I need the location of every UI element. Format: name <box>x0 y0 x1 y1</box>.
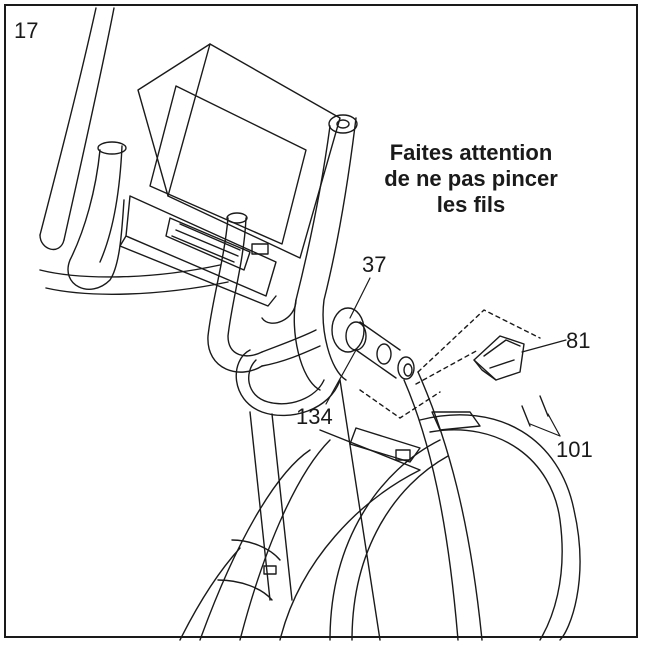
warning-note-line-1: Faites attention <box>389 140 553 165</box>
left-handlebar <box>39 141 229 295</box>
callout-101: 101 <box>556 437 593 462</box>
step-number: 17 <box>14 18 39 43</box>
callout-leaders <box>325 277 567 437</box>
bracket-81 <box>473 335 525 381</box>
warning-note: Faites attention de ne pas pincer les fi… <box>356 140 586 218</box>
lower-loop-frame <box>235 349 341 601</box>
screws-101 <box>521 395 549 427</box>
pivot-axle <box>331 307 415 380</box>
callout-81: 81 <box>566 328 591 353</box>
console <box>119 43 341 307</box>
warning-note-line-2: de ne pas pincer <box>384 166 558 191</box>
warning-note-line-3: les fils <box>436 192 506 217</box>
callout-134: 134 <box>296 404 333 429</box>
main-frame-shroud <box>179 427 421 641</box>
flywheel-cover <box>329 411 581 641</box>
upright-column <box>261 114 358 391</box>
left-upper-arm <box>39 7 115 251</box>
figure-frame <box>4 4 638 638</box>
alignment-guides <box>359 309 541 419</box>
callout-37: 37 <box>362 252 387 277</box>
right-handlebar <box>207 212 321 373</box>
